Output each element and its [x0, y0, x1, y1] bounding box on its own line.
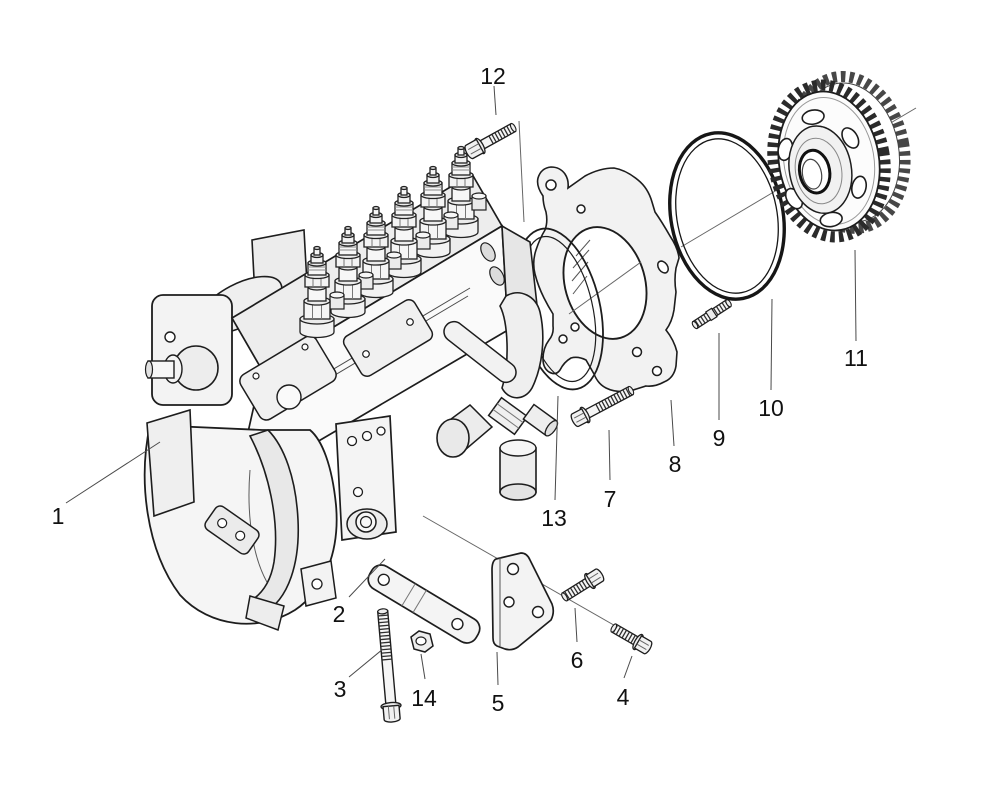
callout-leader-1: [65, 441, 161, 504]
flange-bolt-holes: [545, 179, 669, 377]
long-bolt: [376, 608, 402, 723]
injection-pump-body: [143, 145, 559, 631]
axis-line-in-opening: [568, 261, 642, 315]
callout-leader-6: [574, 607, 578, 643]
timing-gear: [767, 70, 911, 243]
callout-label-6: 6: [571, 647, 584, 673]
callout-label-5: 5: [492, 690, 505, 716]
gear-lightening-holes: [777, 109, 868, 228]
callout-leader-11: [854, 249, 857, 342]
callout-label-3: 3: [334, 676, 347, 702]
housing-left-panel: [146, 408, 195, 518]
stud-9: [691, 298, 732, 330]
top-plug-6: [471, 192, 487, 211]
callout-label-12: 12: [480, 63, 506, 89]
cross-lever: [443, 320, 517, 384]
callout-label-11: 11: [844, 345, 868, 371]
side-cover-plate: [239, 335, 337, 421]
bottom-cylinder: [499, 439, 537, 501]
bracket-bolt-4: [610, 623, 653, 655]
top-plug-1: [329, 291, 345, 310]
callout-label-8: 8: [669, 451, 682, 477]
mounting-flange-plate: [532, 166, 680, 393]
bolt12-alignment-line: [518, 120, 525, 223]
left-plate-hole: [164, 331, 176, 343]
callout-leader-5: [496, 651, 499, 686]
callout-label-7: 7: [604, 486, 617, 512]
axis-line-segment: [680, 189, 778, 248]
callout-label-2: 2: [333, 601, 346, 627]
pump-mounting-bracket: [335, 415, 397, 541]
callout-leader-12: [493, 85, 497, 116]
callout-leader-3: [348, 648, 384, 678]
callout-label-10: 10: [758, 395, 784, 421]
hex-union: [487, 396, 529, 436]
foot-tab-hole: [311, 578, 323, 590]
boss-hex-plug: [355, 511, 377, 533]
end-face-slots: [480, 242, 505, 286]
callout-label-14: 14: [411, 685, 437, 711]
callout-label-1: 1: [52, 503, 65, 529]
top-bolt-12: [464, 122, 517, 160]
strap-clamp-block: [204, 505, 260, 555]
flange-bolt-7: [570, 385, 635, 428]
callout-leader-2: [348, 558, 386, 598]
side-cover-notch: [276, 384, 302, 410]
strap-end-tab: [245, 595, 285, 631]
callout-leader-14: [420, 653, 426, 680]
support-bar-bracket: [367, 564, 481, 644]
callout-leader-10: [770, 298, 773, 391]
linkage-cluster: [436, 292, 559, 501]
o-ring: [668, 131, 786, 301]
callout-leader-7: [608, 429, 611, 481]
mid-cover-plate: [342, 299, 434, 377]
callout-label-4: 4: [617, 684, 630, 710]
hex-nut: [410, 630, 434, 653]
callout-label-9: 9: [713, 425, 726, 451]
bracket-bolt-6: [561, 568, 605, 602]
drive-shaft: [144, 345, 219, 391]
gear-teeth-front: [767, 79, 891, 243]
callout-label-13: 13: [541, 505, 567, 531]
gusset-bracket: [491, 552, 555, 651]
callout-leader-13: [554, 395, 559, 501]
callout-leader-8: [670, 399, 675, 447]
callout-leader-4: [623, 655, 633, 679]
top-plug-4: [415, 231, 431, 250]
side-cylinder: [522, 403, 559, 437]
feed-pump-cup: [436, 418, 470, 458]
